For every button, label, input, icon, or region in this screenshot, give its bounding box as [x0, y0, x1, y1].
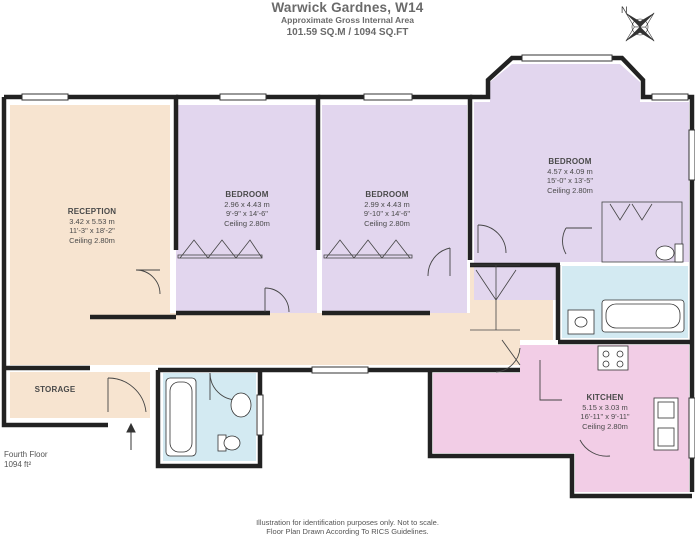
bedroom-2-label: BEDROOM 2.99 x 4.43 m 9'-10" x 14'-6" Ce… — [363, 190, 411, 228]
hallway-fill — [90, 265, 553, 365]
disclaimer: Illustration for identification purposes… — [0, 518, 695, 536]
reception-label: RECEPTION 3.42 x 5.53 m 11'-3" x 18'-2" … — [67, 207, 117, 245]
plan-subtitle: Approximate Gross Internal Area — [281, 15, 414, 25]
kitchen-fill — [433, 345, 689, 492]
bedroom-3-label: BEDROOM 4.57 x 4.09 m 15'-0" x 13'-5" Ce… — [546, 157, 594, 195]
reception-fill — [10, 105, 170, 365]
wardrobes — [177, 201, 683, 331]
entrance-arrow — [126, 422, 136, 450]
floor-level: Fourth Floor — [4, 450, 48, 459]
bedroom-3-fill — [474, 64, 689, 300]
bedroom-2-fill — [322, 105, 467, 313]
compass-rose — [625, 12, 655, 42]
kitchen-label: KITCHEN 5.15 x 3.03 m 16'-11" x 9'-11" C… — [580, 393, 630, 431]
plan-title: Warwick Gardnes, W14 — [271, 0, 424, 15]
windows — [21, 54, 695, 459]
room-fills — [10, 64, 689, 492]
bedroom-1-label: BEDROOM 2.96 x 4.43 m 9'-9" x 14'-6" Cei… — [224, 190, 270, 228]
storage-fill — [10, 372, 150, 418]
floor-info: Fourth Floor 1094 ft² — [4, 450, 48, 470]
bedroom-1-fill — [176, 105, 317, 313]
storage-label: STORAGE — [34, 385, 76, 394]
bath-fittings — [165, 243, 685, 457]
floor-area: 1094 ft² — [4, 460, 32, 469]
plan-total-area: 101.59 SQ.M / 1094 SQ.FT — [286, 27, 409, 38]
kitchen-fittings — [597, 345, 679, 451]
disclaimer-line-1: Illustration for identification purposes… — [256, 518, 439, 527]
compass-north-label: N — [621, 5, 628, 15]
disclaimer-line-2: Floor Plan Drawn According To RICS Guide… — [266, 527, 429, 536]
